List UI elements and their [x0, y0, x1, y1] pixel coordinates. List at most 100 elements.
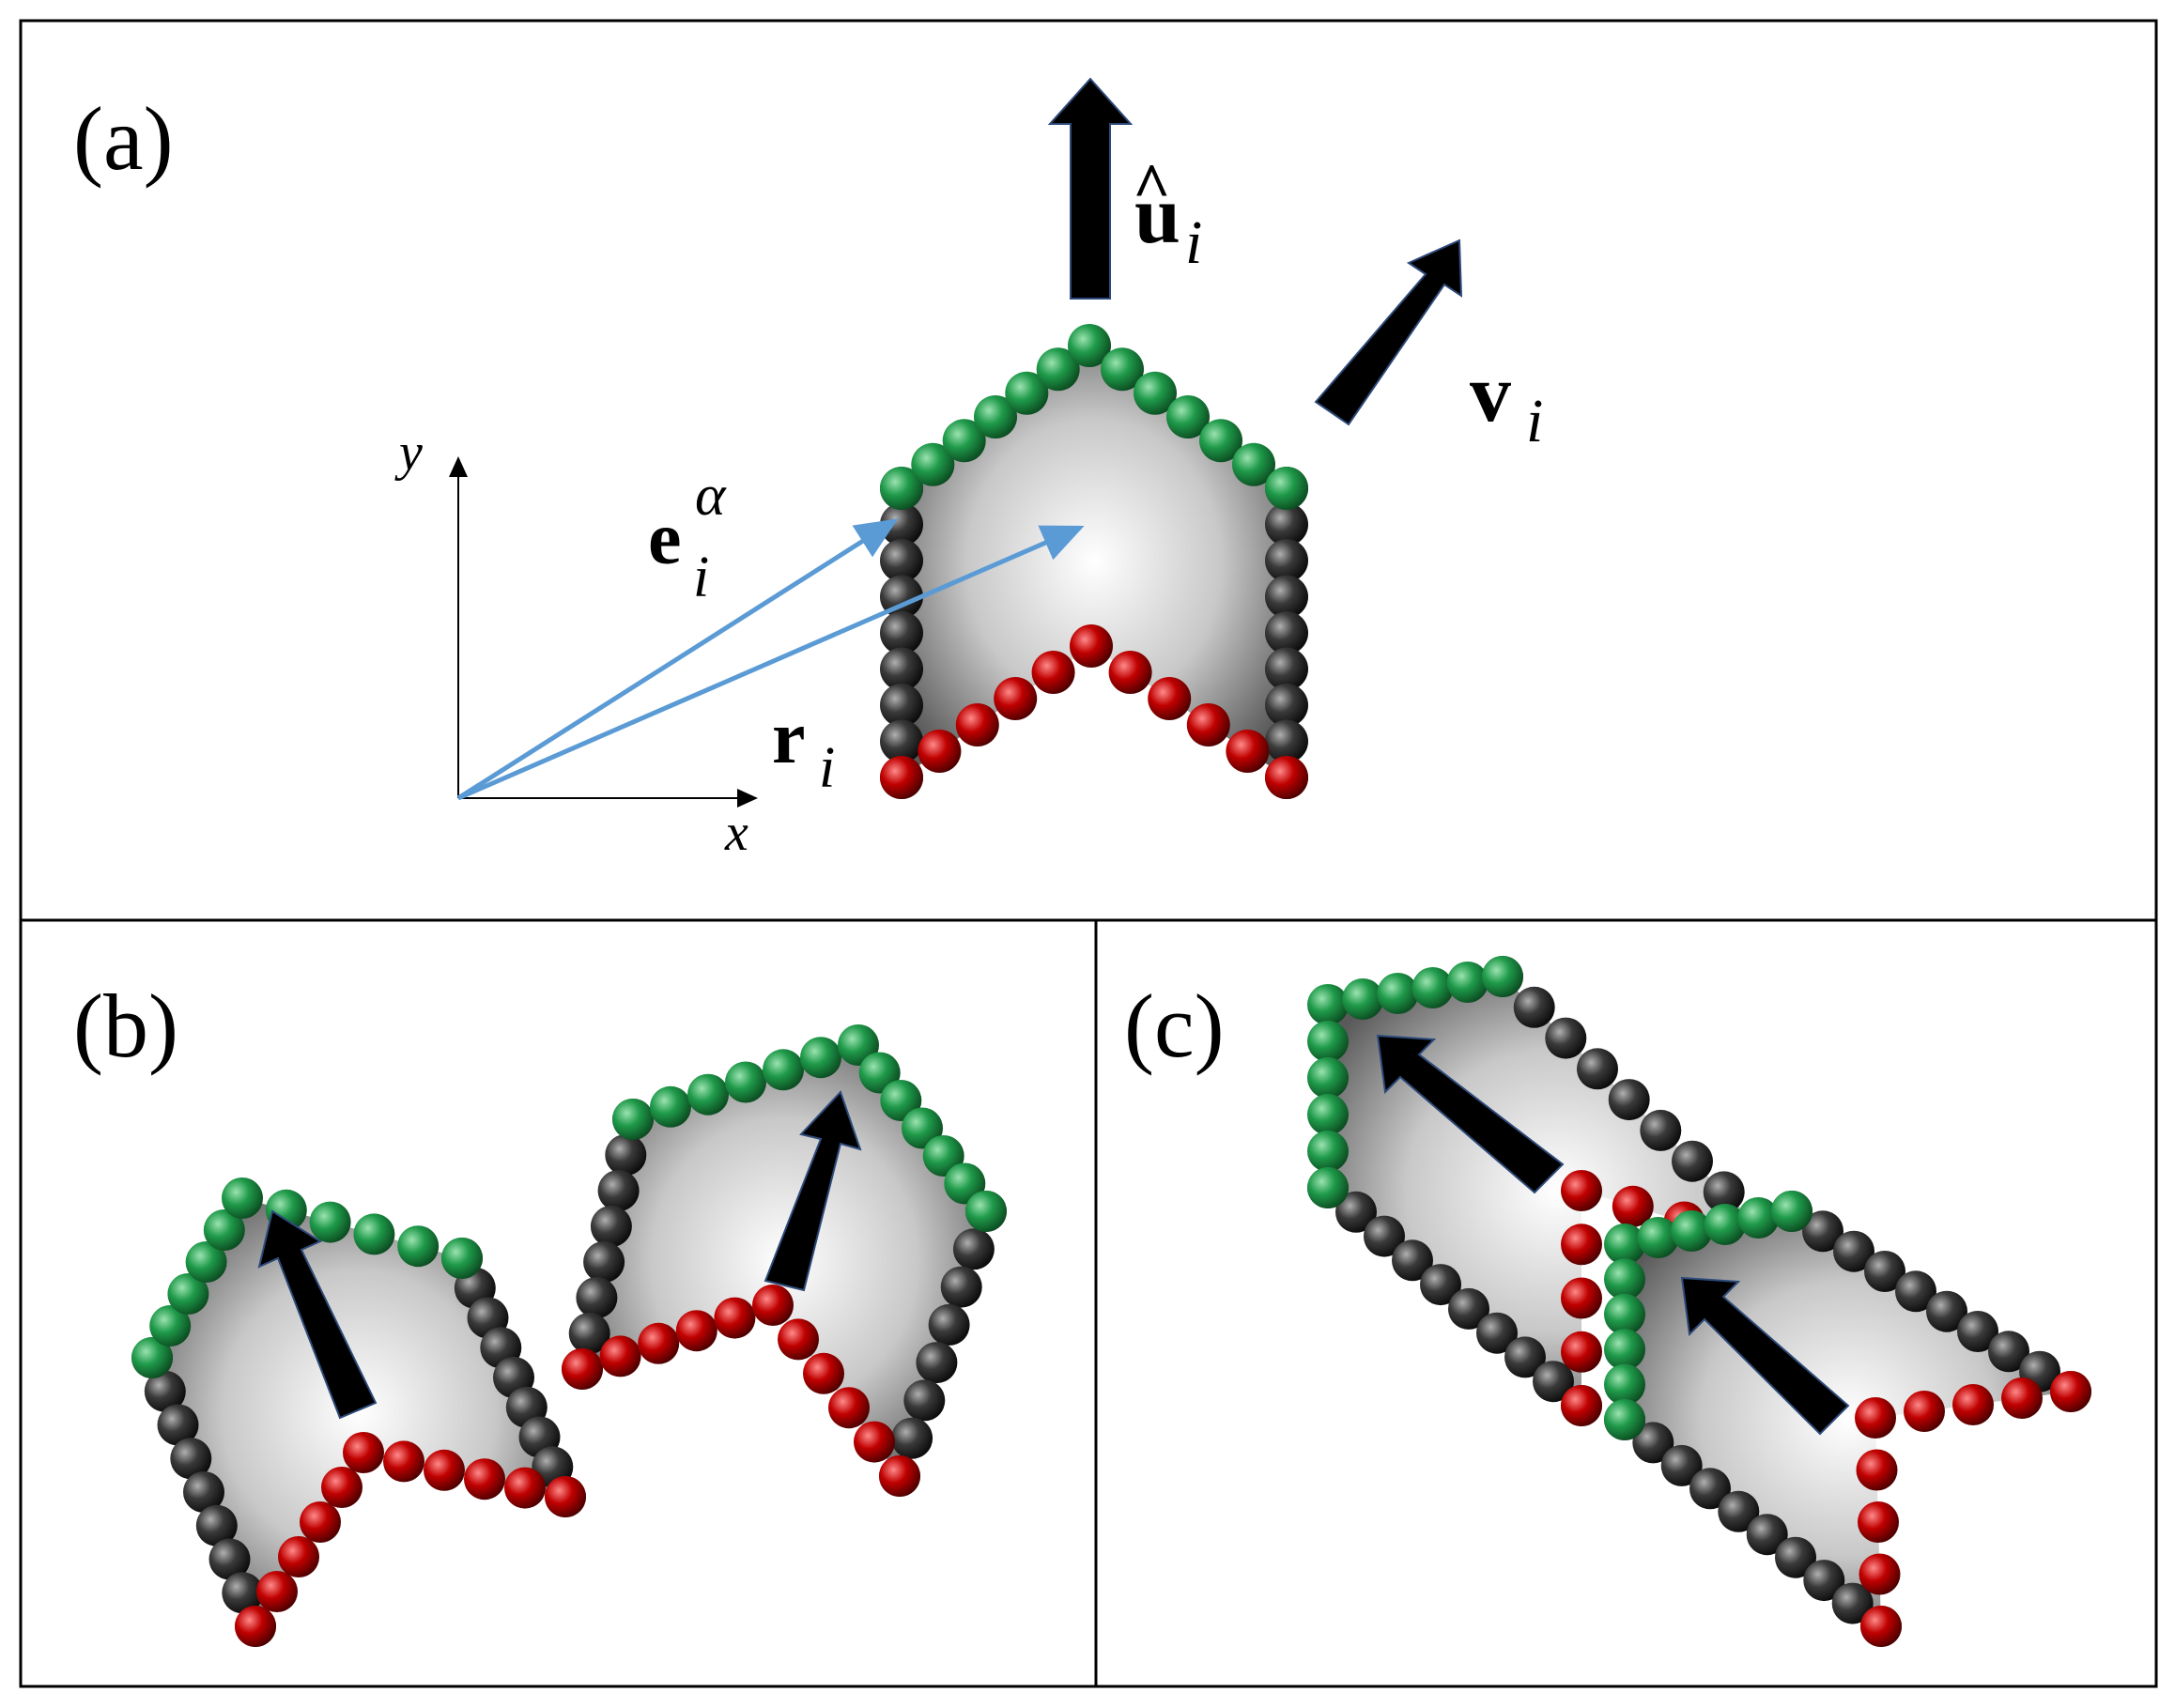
panel-label-b: (b): [73, 976, 178, 1076]
side-bead: [1364, 1215, 1405, 1257]
back-bead: [599, 1335, 641, 1377]
side-bead: [1864, 1251, 1905, 1292]
svg-text:i: i: [1185, 208, 1202, 277]
side-bead: [916, 1342, 958, 1384]
back-bead: [778, 1318, 819, 1361]
back-bead: [383, 1440, 424, 1483]
side-bead: [891, 1417, 933, 1459]
side-bead: [597, 1170, 640, 1211]
side-bead: [1632, 1422, 1674, 1464]
svg-text:i: i: [1526, 387, 1543, 455]
side-bead: [157, 1404, 199, 1446]
front-bead: [149, 1305, 192, 1346]
back-bead: [803, 1352, 844, 1394]
back-bead: [918, 730, 962, 773]
front-bead: [353, 1213, 395, 1255]
svg-text:^: ^: [1133, 151, 1171, 223]
front-bead: [1068, 324, 1111, 367]
front-bead: [1232, 442, 1275, 486]
front-bead: [1265, 467, 1308, 510]
label-r-i: r i: [772, 697, 835, 800]
front-bead: [1704, 1204, 1746, 1245]
side-bead: [1392, 1239, 1433, 1282]
back-bead: [638, 1322, 680, 1364]
side-bead: [1533, 1361, 1574, 1403]
back-bead: [2001, 1377, 2043, 1419]
vector-r-i: [457, 525, 1085, 801]
back-bead: [1561, 1331, 1602, 1373]
particle-body: [1625, 1211, 2071, 1626]
front-bead: [1036, 347, 1080, 392]
front-bead: [1307, 1094, 1349, 1135]
front-bead: [1604, 1399, 1645, 1440]
side-bead: [1895, 1270, 1936, 1313]
front-bead: [1307, 984, 1349, 1025]
side-bead: [1640, 1109, 1682, 1151]
back-bead: [424, 1449, 465, 1491]
side-bead: [1513, 986, 1555, 1028]
side-bead: [1957, 1311, 1998, 1352]
x-axis-label: x: [724, 804, 748, 862]
particle-a: [880, 324, 1308, 799]
front-bead: [222, 1177, 263, 1219]
side-bead: [880, 684, 923, 727]
orientation-arrow-u: [1047, 77, 1134, 300]
side-bead: [576, 1277, 618, 1318]
svg-text:e: e: [648, 498, 682, 580]
panel-a: y x e i α r i u ^ i v i: [394, 77, 1543, 862]
side-bead: [903, 1379, 946, 1422]
side-bead: [1718, 1490, 1760, 1532]
front-bead: [880, 467, 923, 510]
front-bead: [1737, 1197, 1780, 1239]
svg-text:i: i: [819, 736, 835, 800]
side-bead: [170, 1438, 212, 1480]
side-bead: [1265, 684, 1308, 727]
back-bead: [300, 1501, 341, 1543]
side-bead: [208, 1538, 251, 1580]
front-bead: [1199, 419, 1242, 463]
front-bead: [974, 395, 1017, 439]
front-bead: [965, 1191, 1007, 1232]
side-bead: [1265, 575, 1308, 619]
back-bead: [1561, 1385, 1602, 1426]
front-bead: [1411, 967, 1454, 1008]
panel-frames: [19, 19, 2158, 1688]
orientation-arrow-b-left: [257, 1209, 378, 1420]
side-bead: [1577, 1048, 1618, 1090]
side-bead: [1504, 1336, 1546, 1378]
side-bead: [1672, 1140, 1713, 1182]
back-bead: [504, 1467, 546, 1509]
side-bead: [1448, 1287, 1489, 1330]
side-bead: [940, 1266, 982, 1308]
front-bead: [612, 1099, 654, 1140]
front-bead: [1134, 371, 1177, 415]
panel-label-c: (c): [1124, 976, 1225, 1076]
side-bead: [1803, 1560, 1845, 1602]
panel-c: [1307, 956, 2091, 1647]
back-bead: [464, 1458, 505, 1500]
side-bead: [222, 1572, 264, 1614]
side-bead: [590, 1206, 632, 1247]
side-bead: [583, 1241, 625, 1283]
back-bead: [880, 756, 923, 799]
side-bead: [1833, 1230, 1874, 1272]
back-bead: [321, 1467, 362, 1508]
back-bead: [1226, 730, 1270, 773]
panel-label-a: (a): [73, 88, 174, 189]
side-bead: [144, 1370, 186, 1412]
back-bead: [1952, 1384, 1994, 1425]
label-v-i: v i: [1470, 348, 1543, 455]
back-bead: [854, 1421, 895, 1463]
svg-text:α: α: [695, 464, 727, 528]
panel-b: [131, 1024, 1007, 1647]
front-bead: [1604, 1329, 1645, 1371]
label-e-i-alpha: e i α: [648, 464, 727, 609]
front-bead: [1604, 1223, 1645, 1265]
side-bead: [1265, 502, 1308, 546]
side-bead: [1265, 719, 1308, 763]
front-bead: [1771, 1191, 1812, 1232]
back-bead: [1859, 1553, 1901, 1595]
back-bead: [675, 1310, 717, 1352]
front-bead: [131, 1337, 173, 1378]
front-bead: [1671, 1210, 1713, 1252]
